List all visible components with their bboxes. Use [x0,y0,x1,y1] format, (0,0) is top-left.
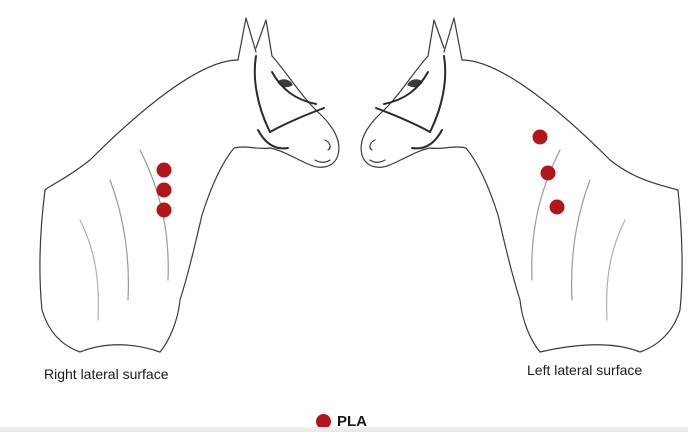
bottom-divider [0,427,688,432]
pla-point [157,203,172,218]
caption-left-lateral: Left lateral surface [527,362,642,378]
injection-points-right [157,163,172,218]
pla-point [533,130,548,145]
caption-right-lateral: Right lateral surface [44,366,169,382]
horse-left-lateral-illustration [360,0,688,360]
pla-point [541,166,556,181]
pla-point [157,183,172,198]
pla-point [157,163,172,178]
pla-point [550,200,565,215]
injection-points-left [533,130,565,215]
horse-right-lateral-illustration [20,0,360,360]
